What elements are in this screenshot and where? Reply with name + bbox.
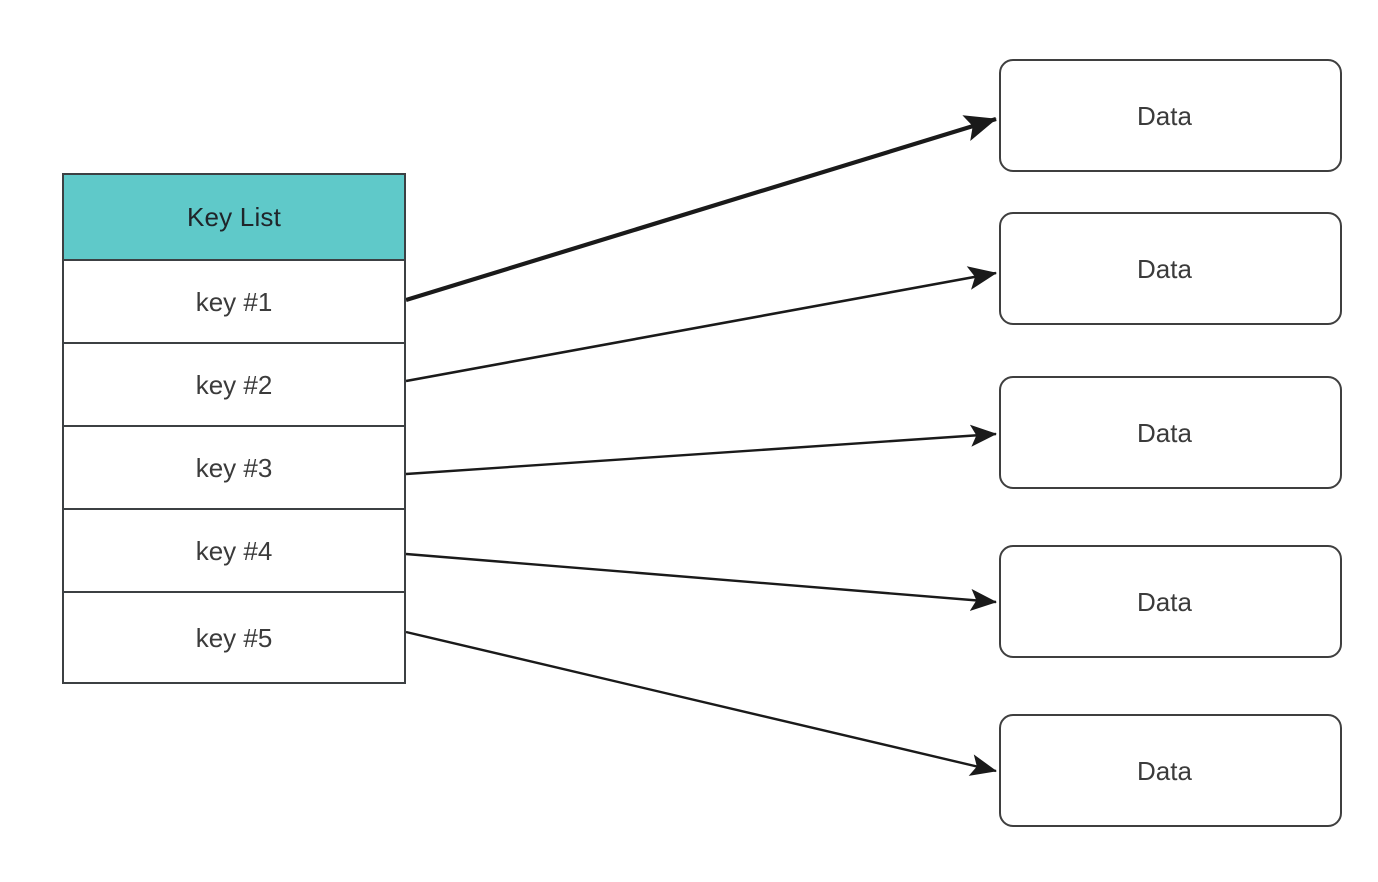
key-list-title: Key List bbox=[186, 202, 282, 232]
arrow-2 bbox=[405, 266, 998, 383]
data-box-label: Data bbox=[1137, 417, 1192, 448]
arrow-5 bbox=[405, 630, 997, 776]
arrow-group bbox=[405, 115, 998, 776]
arrow-3 bbox=[405, 424, 997, 476]
key-list-row-4[interactable]: key #4 bbox=[64, 510, 404, 593]
key-list-row-label: key #5 bbox=[195, 622, 273, 653]
key-list-row-label: key #3 bbox=[195, 452, 273, 483]
key-list-table: Key List key #1 key #2 key #3 key #4 key… bbox=[62, 173, 406, 684]
data-box-label: Data bbox=[1137, 755, 1192, 786]
data-box[interactable]: Data bbox=[999, 714, 1342, 827]
data-box[interactable]: Data bbox=[999, 545, 1342, 658]
arrow-4 bbox=[405, 552, 997, 611]
key-list-row-3[interactable]: key #3 bbox=[64, 427, 404, 510]
data-box[interactable]: Data bbox=[999, 376, 1342, 489]
arrow-1 bbox=[405, 115, 997, 303]
key-list-row-label: key #1 bbox=[195, 286, 273, 317]
data-box-label: Data bbox=[1137, 253, 1192, 284]
data-box[interactable]: Data bbox=[999, 212, 1342, 325]
key-list-row-2[interactable]: key #2 bbox=[64, 344, 404, 427]
data-box-label: Data bbox=[1137, 100, 1192, 131]
data-box-label: Data bbox=[1137, 586, 1192, 617]
key-list-row-label: key #4 bbox=[195, 535, 273, 566]
key-list-row-1[interactable]: key #1 bbox=[64, 261, 404, 344]
key-list-row-5[interactable]: key #5 bbox=[64, 593, 404, 682]
key-list-header: Key List bbox=[64, 175, 404, 261]
data-box[interactable]: Data bbox=[999, 59, 1342, 172]
key-list-row-label: key #2 bbox=[195, 369, 273, 400]
